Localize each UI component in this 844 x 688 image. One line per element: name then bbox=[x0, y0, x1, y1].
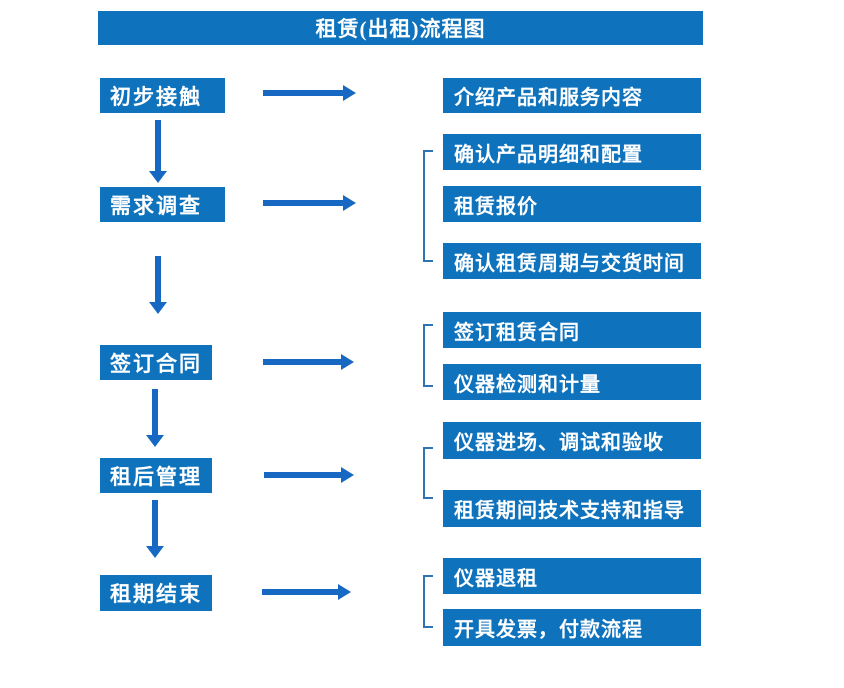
group-bracket bbox=[423, 324, 433, 387]
arrow-right-icon bbox=[263, 195, 356, 211]
arrow-down-icon bbox=[146, 500, 164, 558]
arrow-down-icon bbox=[149, 256, 167, 314]
detail-box-confirm-product-config: 确认产品明细和配置 bbox=[443, 134, 701, 170]
arrow-right-icon bbox=[264, 467, 354, 483]
detail-box-introduce-products: 介绍产品和服务内容 bbox=[443, 78, 701, 113]
detail-box-confirm-period-delivery: 确认租赁周期与交货时间 bbox=[443, 243, 701, 279]
arrow-right-icon bbox=[263, 354, 354, 370]
detail-box-rental-quote: 租赁报价 bbox=[443, 186, 701, 222]
group-bracket bbox=[423, 575, 433, 628]
detail-box-instrument-return: 仪器退租 bbox=[443, 558, 701, 594]
arrow-down-icon bbox=[146, 389, 164, 447]
group-bracket bbox=[423, 150, 433, 262]
stage-box-lease-end: 租期结束 bbox=[100, 575, 212, 611]
stage-box-initial-contact: 初步接触 bbox=[100, 78, 225, 113]
group-bracket bbox=[423, 447, 433, 499]
detail-box-sign-rental-contract: 签订租赁合同 bbox=[443, 312, 701, 348]
arrow-right-icon bbox=[262, 584, 351, 600]
detail-box-instrument-setup: 仪器进场、调试和验收 bbox=[443, 422, 701, 459]
detail-box-invoice-payment: 开具发票，付款流程 bbox=[443, 609, 701, 646]
stage-box-sign-contract: 签订合同 bbox=[100, 345, 212, 380]
stage-box-demand-survey: 需求调查 bbox=[100, 187, 225, 222]
arrow-down-icon bbox=[149, 120, 167, 183]
stage-box-post-rental: 租后管理 bbox=[100, 458, 212, 493]
flowchart-title: 租赁(出租)流程图 bbox=[98, 11, 703, 45]
arrow-right-icon bbox=[263, 85, 356, 101]
detail-box-instrument-testing: 仪器检测和计量 bbox=[443, 364, 701, 400]
detail-box-tech-support: 租赁期间技术支持和指导 bbox=[443, 490, 701, 527]
